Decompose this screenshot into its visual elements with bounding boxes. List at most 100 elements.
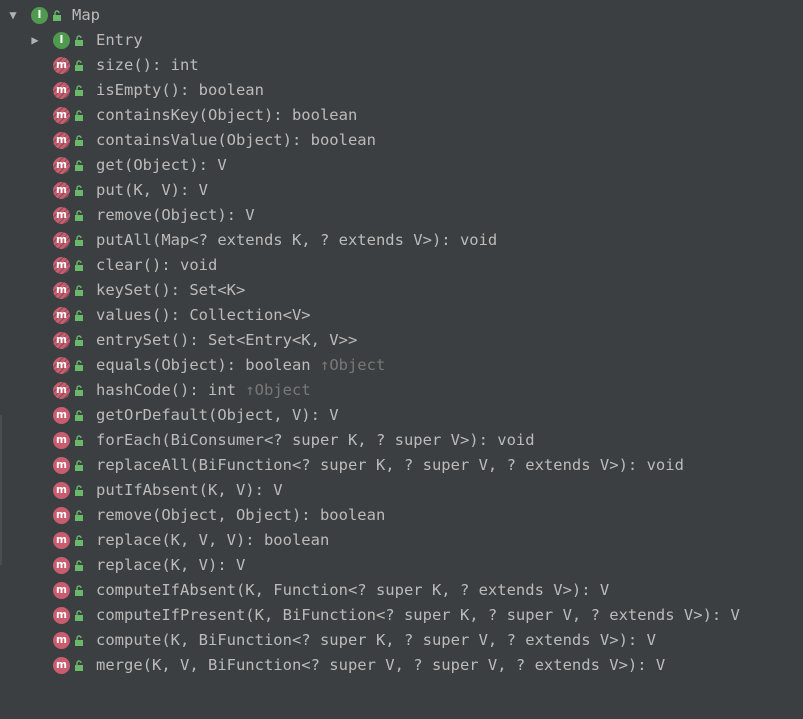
public-lock-icon	[75, 310, 83, 321]
tree-node-label: equals(Object): boolean ↑Object	[96, 353, 385, 378]
member-signature: computeIfAbsent(K, Function<? super K, ?…	[96, 581, 610, 599]
tree-node-label: get(Object): V	[96, 153, 227, 178]
member-signature: merge(K, V, BiFunction<? super V, ? supe…	[96, 656, 666, 674]
member-signature: replaceAll(BiFunction<? super K, ? super…	[96, 456, 684, 474]
tree-node-label: replaceAll(BiFunction<? super K, ? super…	[96, 453, 684, 478]
tree-node-method[interactable]: m replace(K, V, V): boolean	[0, 528, 803, 553]
tree-node-method[interactable]: m merge(K, V, BiFunction<? super V, ? sup…	[0, 653, 803, 678]
member-signature: containsValue(Object): boolean	[96, 131, 376, 149]
member-signature: compute(K, BiFunction<? super K, ? super…	[96, 631, 656, 649]
public-lock-icon	[75, 660, 83, 671]
member-signature: keySet(): Set<K>	[96, 281, 246, 299]
member-signature: replace(K, V, V): boolean	[96, 531, 330, 549]
member-signature: containsKey(Object): boolean	[96, 106, 358, 124]
tree-node-label: size(): int	[96, 53, 199, 78]
abstract-method-m-icon: m	[53, 107, 70, 124]
tree-node-method[interactable]: m isEmpty(): boolean	[0, 78, 803, 103]
public-lock-icon	[75, 485, 83, 496]
member-signature: put(K, V): V	[96, 181, 208, 199]
tree-node-label: values(): Collection<V>	[96, 303, 311, 328]
public-lock-icon	[75, 335, 83, 346]
member-signature: hashCode(): int	[96, 381, 236, 399]
member-signature: get(Object): V	[96, 156, 227, 174]
public-lock-icon	[75, 85, 83, 96]
method-m-icon: m	[53, 657, 70, 674]
abstract-method-m-icon: m	[53, 82, 70, 99]
method-m-icon: m	[53, 582, 70, 599]
tree-root-label: Map	[72, 6, 100, 24]
member-signature: size(): int	[96, 56, 199, 74]
member-signature: values(): Collection<V>	[96, 306, 311, 324]
tree-node-label: replace(K, V, V): boolean	[96, 528, 329, 553]
expand-arrow-down-icon[interactable]: ▼	[9, 8, 17, 22]
method-m-icon: m	[53, 532, 70, 549]
tree-node-method[interactable]: m forEach(BiConsumer<? super K, ? super V…	[0, 428, 803, 453]
public-lock-icon	[75, 635, 83, 646]
abstract-method-m-icon: m	[53, 232, 70, 249]
member-signature: putAll(Map<? extends K, ? extends V>): v…	[96, 231, 498, 249]
public-lock-icon	[75, 210, 83, 221]
public-lock-icon	[75, 185, 83, 196]
abstract-method-m-icon: m	[53, 57, 70, 74]
public-lock-icon	[75, 435, 83, 446]
member-signature: clear(): void	[96, 256, 218, 274]
method-m-icon: m	[53, 407, 70, 424]
tree-node-label: putAll(Map<? extends K, ? extends V>): v…	[96, 228, 497, 253]
tree-node-method[interactable]: m size(): int	[0, 53, 803, 78]
tree-node-label: compute(K, BiFunction<? super K, ? super…	[96, 628, 656, 653]
public-lock-icon	[75, 585, 83, 596]
member-signature: Entry	[96, 31, 143, 49]
tree-node-label: replace(K, V): V	[96, 553, 245, 578]
tree-node-label: computeIfAbsent(K, Function<? super K, ?…	[96, 578, 609, 603]
tree-node-interface[interactable]: ▶ I Entry	[0, 28, 803, 53]
public-lock-icon	[75, 160, 83, 171]
tree-node-label: containsValue(Object): boolean	[96, 128, 376, 153]
method-m-icon: m	[53, 432, 70, 449]
member-signature: computeIfPresent(K, BiFunction<? super K…	[96, 606, 740, 624]
abstract-method-m-icon: m	[53, 182, 70, 199]
structure-tree: ▼ I Map ▶ I Entry m size(): int m isEmpty(): b…	[0, 3, 803, 678]
tree-node-method[interactable]: m hashCode(): int ↑Object	[0, 378, 803, 403]
tree-node-label: getOrDefault(Object, V): V	[96, 403, 339, 428]
tree-node-method[interactable]: m containsKey(Object): boolean	[0, 103, 803, 128]
tree-node-method[interactable]: m computeIfAbsent(K, Function<? super K, …	[0, 578, 803, 603]
member-signature: remove(Object): V	[96, 206, 255, 224]
abstract-method-m-icon: m	[53, 382, 70, 399]
public-lock-icon	[53, 10, 61, 21]
tree-node-method[interactable]: m put(K, V): V	[0, 178, 803, 203]
tree-node-method[interactable]: m putAll(Map<? extends K, ? extends V>): …	[0, 228, 803, 253]
tree-node-label: computeIfPresent(K, BiFunction<? super K…	[96, 603, 740, 628]
public-lock-icon	[75, 410, 83, 421]
tree-node-label: Entry	[96, 28, 143, 53]
public-lock-icon	[75, 260, 83, 271]
tree-node-label: put(K, V): V	[96, 178, 208, 203]
member-signature: getOrDefault(Object, V): V	[96, 406, 339, 424]
interface-i-icon: I	[53, 32, 70, 49]
collapse-arrow-right-icon[interactable]: ▶	[31, 33, 39, 47]
abstract-method-m-icon: m	[53, 282, 70, 299]
tree-node-label: hashCode(): int ↑Object	[96, 378, 311, 403]
public-lock-icon	[75, 235, 83, 246]
tree-node-label: forEach(BiConsumer<? super K, ? super V>…	[96, 428, 535, 453]
tree-node-method[interactable]: m getOrDefault(Object, V): V	[0, 403, 803, 428]
member-signature: forEach(BiConsumer<? super K, ? super V>…	[96, 431, 535, 449]
tree-node-label: keySet(): Set<K>	[96, 278, 245, 303]
tree-root-map[interactable]: ▼ I Map	[0, 3, 803, 28]
inherited-from-label: ↑Object	[319, 356, 386, 374]
tree-node-label: isEmpty(): boolean	[96, 78, 264, 103]
tree-node-method[interactable]: m keySet(): Set<K>	[0, 278, 803, 303]
